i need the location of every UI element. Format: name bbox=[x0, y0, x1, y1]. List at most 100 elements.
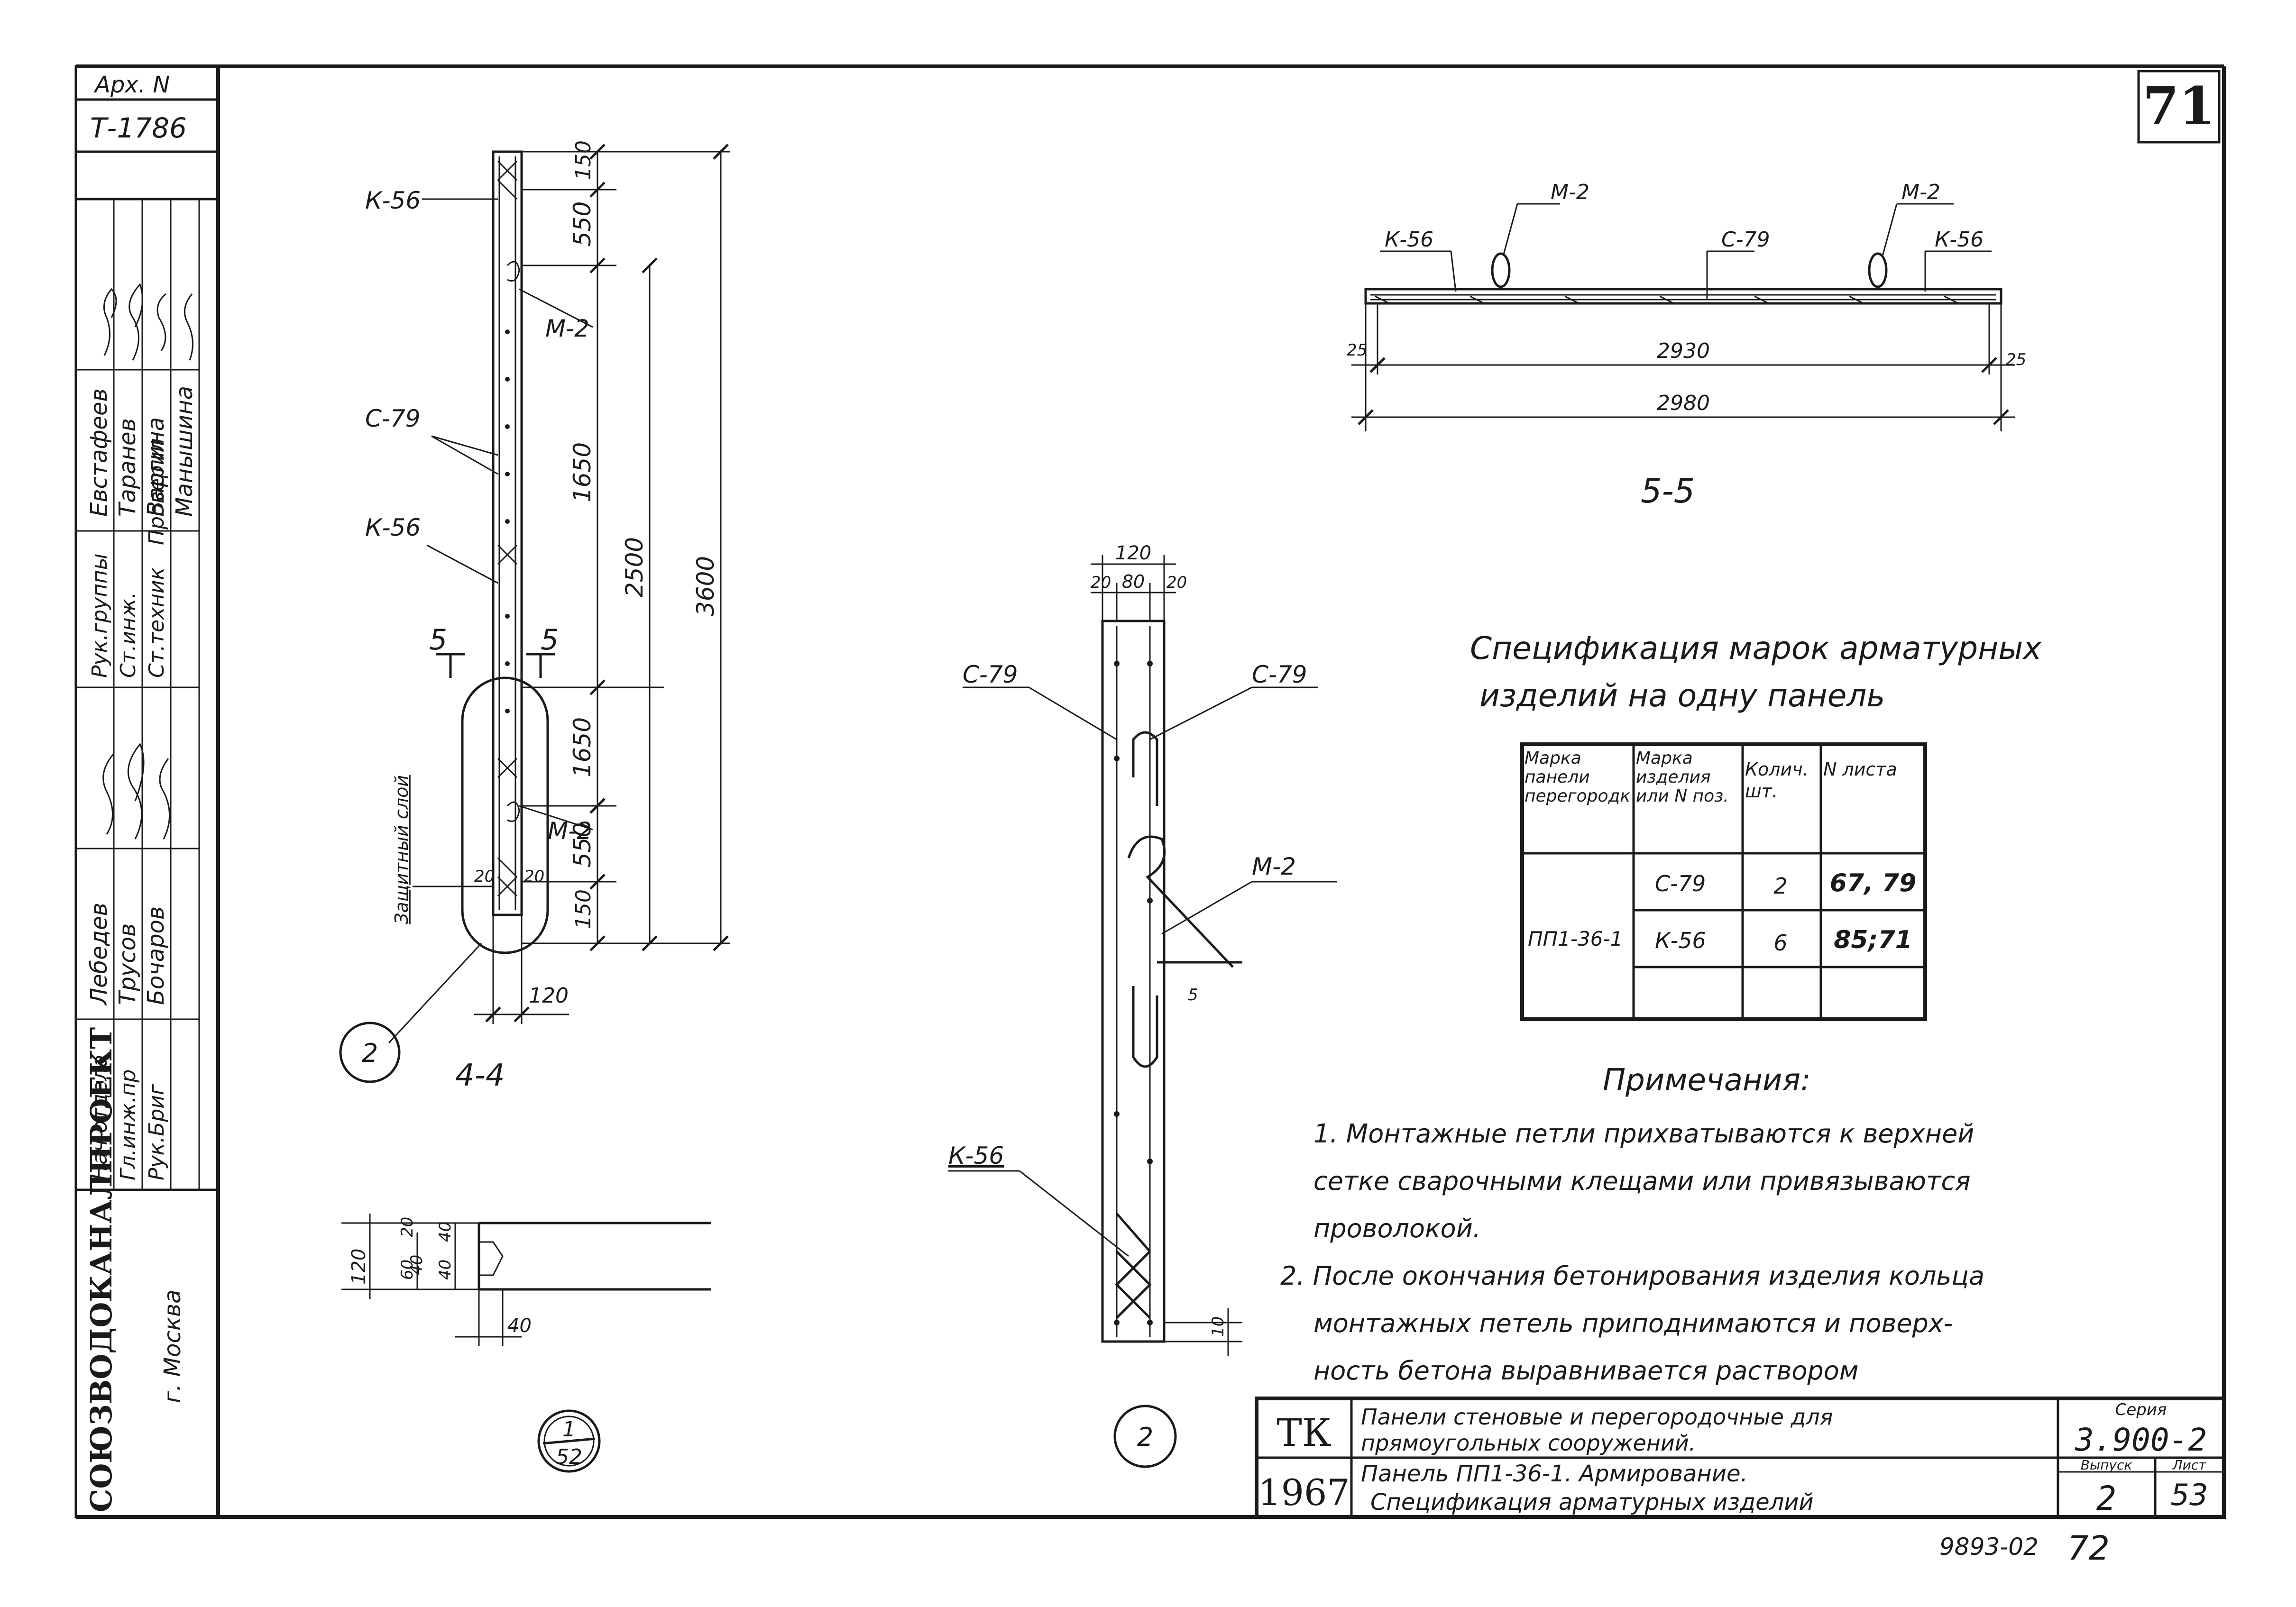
detail-denominator: 52 bbox=[556, 1445, 582, 1469]
dimension-label: 40 bbox=[507, 1315, 532, 1337]
detail-numerator: 1 bbox=[562, 1417, 576, 1442]
dimension-label: 1650 bbox=[569, 442, 596, 502]
spec-header-item: Марка изделия или N поз. bbox=[1636, 749, 1729, 806]
cover-label: 20 bbox=[474, 867, 495, 886]
name-text: Бочаров bbox=[143, 906, 169, 1005]
title-line3: Панель ПП1-36-1. Армирование. bbox=[1361, 1461, 1748, 1487]
section-4-4-label: 4-4 bbox=[455, 1058, 505, 1093]
signature-roles: Нач отдела Гл.инж.пр Рук.Бриг Рук.группы… bbox=[88, 438, 169, 1180]
role-text: Гл.инж.пр bbox=[116, 1069, 140, 1180]
role-text: Проверил bbox=[145, 438, 169, 545]
dimension-label: 150 bbox=[571, 889, 596, 929]
mark-label: М-2 bbox=[1252, 853, 1296, 880]
series-number: 3.900-2 bbox=[2075, 1422, 2207, 1458]
mark-label: С-79 bbox=[1721, 228, 1770, 252]
dimension-label: 2980 bbox=[1657, 391, 1710, 415]
dimension-label: 5 bbox=[1188, 986, 1198, 1004]
spec-title-line2: изделий на одну панель bbox=[1479, 677, 1885, 714]
dimension-label: 60 bbox=[398, 1260, 417, 1280]
name-text: Таранев bbox=[114, 418, 141, 517]
dimension-label: 25 bbox=[2006, 350, 2026, 369]
dimension-label: 2500 bbox=[621, 537, 648, 597]
spec-row-item: С-79 bbox=[1655, 871, 1706, 896]
role-text: Нач отдела bbox=[88, 1055, 112, 1180]
dimension-label: 2930 bbox=[1657, 339, 1710, 363]
spec-row-sheet: 67, 79 bbox=[1830, 869, 1917, 897]
role-text: Рук.группы bbox=[88, 554, 112, 678]
title-line2: прямоугольных сооружений. bbox=[1361, 1430, 1696, 1456]
mark-label: С-79 bbox=[365, 405, 421, 432]
issue-number: 2 bbox=[2096, 1479, 2116, 1518]
name-text: Евстафеев bbox=[86, 388, 112, 517]
archive-strip bbox=[74, 65, 220, 1518]
mark-label: К-56 bbox=[948, 1142, 1004, 1169]
title-line1: Панели стеновые и перегородочные для bbox=[1361, 1404, 1833, 1430]
dimension-label: 120 bbox=[1115, 542, 1151, 564]
series-label: Серия bbox=[2115, 1400, 2167, 1419]
signature-names: Лебедев Трусов Бочаров Евстафеев Таранев… bbox=[86, 386, 198, 1006]
mark-label: М-2 bbox=[1551, 180, 1589, 204]
title-line4: Спецификация арматурных изделий bbox=[1370, 1489, 1814, 1516]
section-5-5-label: 5-5 bbox=[1641, 472, 1695, 511]
mark-label: С-79 bbox=[1252, 661, 1307, 688]
archive-label: Арх. N bbox=[93, 72, 170, 98]
section-4-4 bbox=[339, 144, 730, 1083]
role-text: Ст.инж. bbox=[116, 592, 140, 678]
dimension-label: 80 bbox=[1122, 571, 1145, 592]
mark-label: М-2 bbox=[1901, 180, 1940, 204]
name-text: Трусов bbox=[114, 923, 141, 1005]
dimension-label: 550 bbox=[569, 822, 596, 867]
spec-header-sheet: N листа bbox=[1823, 759, 1897, 780]
spec-row-qty: 6 bbox=[1773, 930, 1787, 956]
name-text: Лебедев bbox=[86, 903, 112, 1006]
dimension-label: 1650 bbox=[569, 717, 596, 777]
spec-panel-mark: ПП1-36-1 bbox=[1528, 927, 1623, 950]
name-text: Варгина bbox=[143, 417, 169, 517]
signature-scribbles bbox=[102, 283, 193, 840]
issue-label: Выпуск bbox=[2081, 1457, 2132, 1473]
note-line: 2. После окончания бетонирования изделия… bbox=[1280, 1261, 1984, 1291]
node-ref-label: 2 bbox=[362, 1038, 378, 1068]
section-5-5 bbox=[1351, 203, 2015, 431]
stamp-page: 72 bbox=[2067, 1529, 2110, 1568]
name-text: Манышина bbox=[171, 386, 198, 517]
spec-row-qty: 2 bbox=[1773, 873, 1787, 899]
cut-mark-label: 5 bbox=[541, 623, 559, 657]
dimension-label: 40 bbox=[436, 1222, 455, 1242]
mark-label: М-2 bbox=[548, 817, 592, 845]
mark-label: С-79 bbox=[963, 661, 1018, 688]
dimension-label: 550 bbox=[569, 201, 596, 247]
title-tk: ТК bbox=[1277, 1411, 1331, 1455]
dimension-label: 20 bbox=[1166, 573, 1187, 592]
mark-label: К-56 bbox=[1385, 228, 1433, 252]
dimension-label: 40 bbox=[436, 1260, 455, 1280]
dimension-label: 3600 bbox=[692, 556, 719, 616]
mark-label: К-56 bbox=[365, 187, 421, 214]
note-line: ность бетона выравнивается раствором bbox=[1313, 1356, 1858, 1386]
protective-layer-label: Защитный слой bbox=[391, 775, 412, 924]
sheet-label: Лист bbox=[2172, 1457, 2207, 1473]
note-line: проволокой. bbox=[1313, 1214, 1481, 1243]
title-year: 1967 bbox=[1258, 1471, 1350, 1514]
spec-header-panel: Марка панели перегородки bbox=[1525, 749, 1631, 806]
note-line: 1. Монтажные петли прихватываются к верх… bbox=[1313, 1119, 1974, 1149]
mark-label: К-56 bbox=[365, 514, 421, 541]
dimension-label: 40 bbox=[407, 1255, 426, 1275]
sheet-in-series: 53 bbox=[2171, 1478, 2208, 1512]
dimension-label: 10 bbox=[1209, 1316, 1228, 1337]
mark-label: М-2 bbox=[545, 315, 589, 342]
node-2 bbox=[948, 555, 1337, 1468]
note-line: монтажных петель приподнимаются и поверх… bbox=[1313, 1308, 1953, 1338]
cut-mark-label: 5 bbox=[429, 623, 447, 657]
dimension-label: 20 bbox=[398, 1217, 417, 1237]
title-block bbox=[1255, 1397, 2226, 1519]
node-2-label: 2 bbox=[1137, 1422, 1153, 1452]
role-text: Рук.Бриг bbox=[145, 1084, 169, 1180]
dimension-label: 20 bbox=[1091, 573, 1111, 592]
archive-number: Т-1786 bbox=[90, 112, 187, 144]
organization-name: СОЮЗВОДОКАНАЛПРОЕКТ bbox=[84, 1027, 119, 1512]
sheet-number: 71 bbox=[2142, 75, 2215, 137]
spec-header-qty: Колич. шт. bbox=[1745, 759, 1809, 802]
cover-label: 20 bbox=[524, 867, 544, 886]
